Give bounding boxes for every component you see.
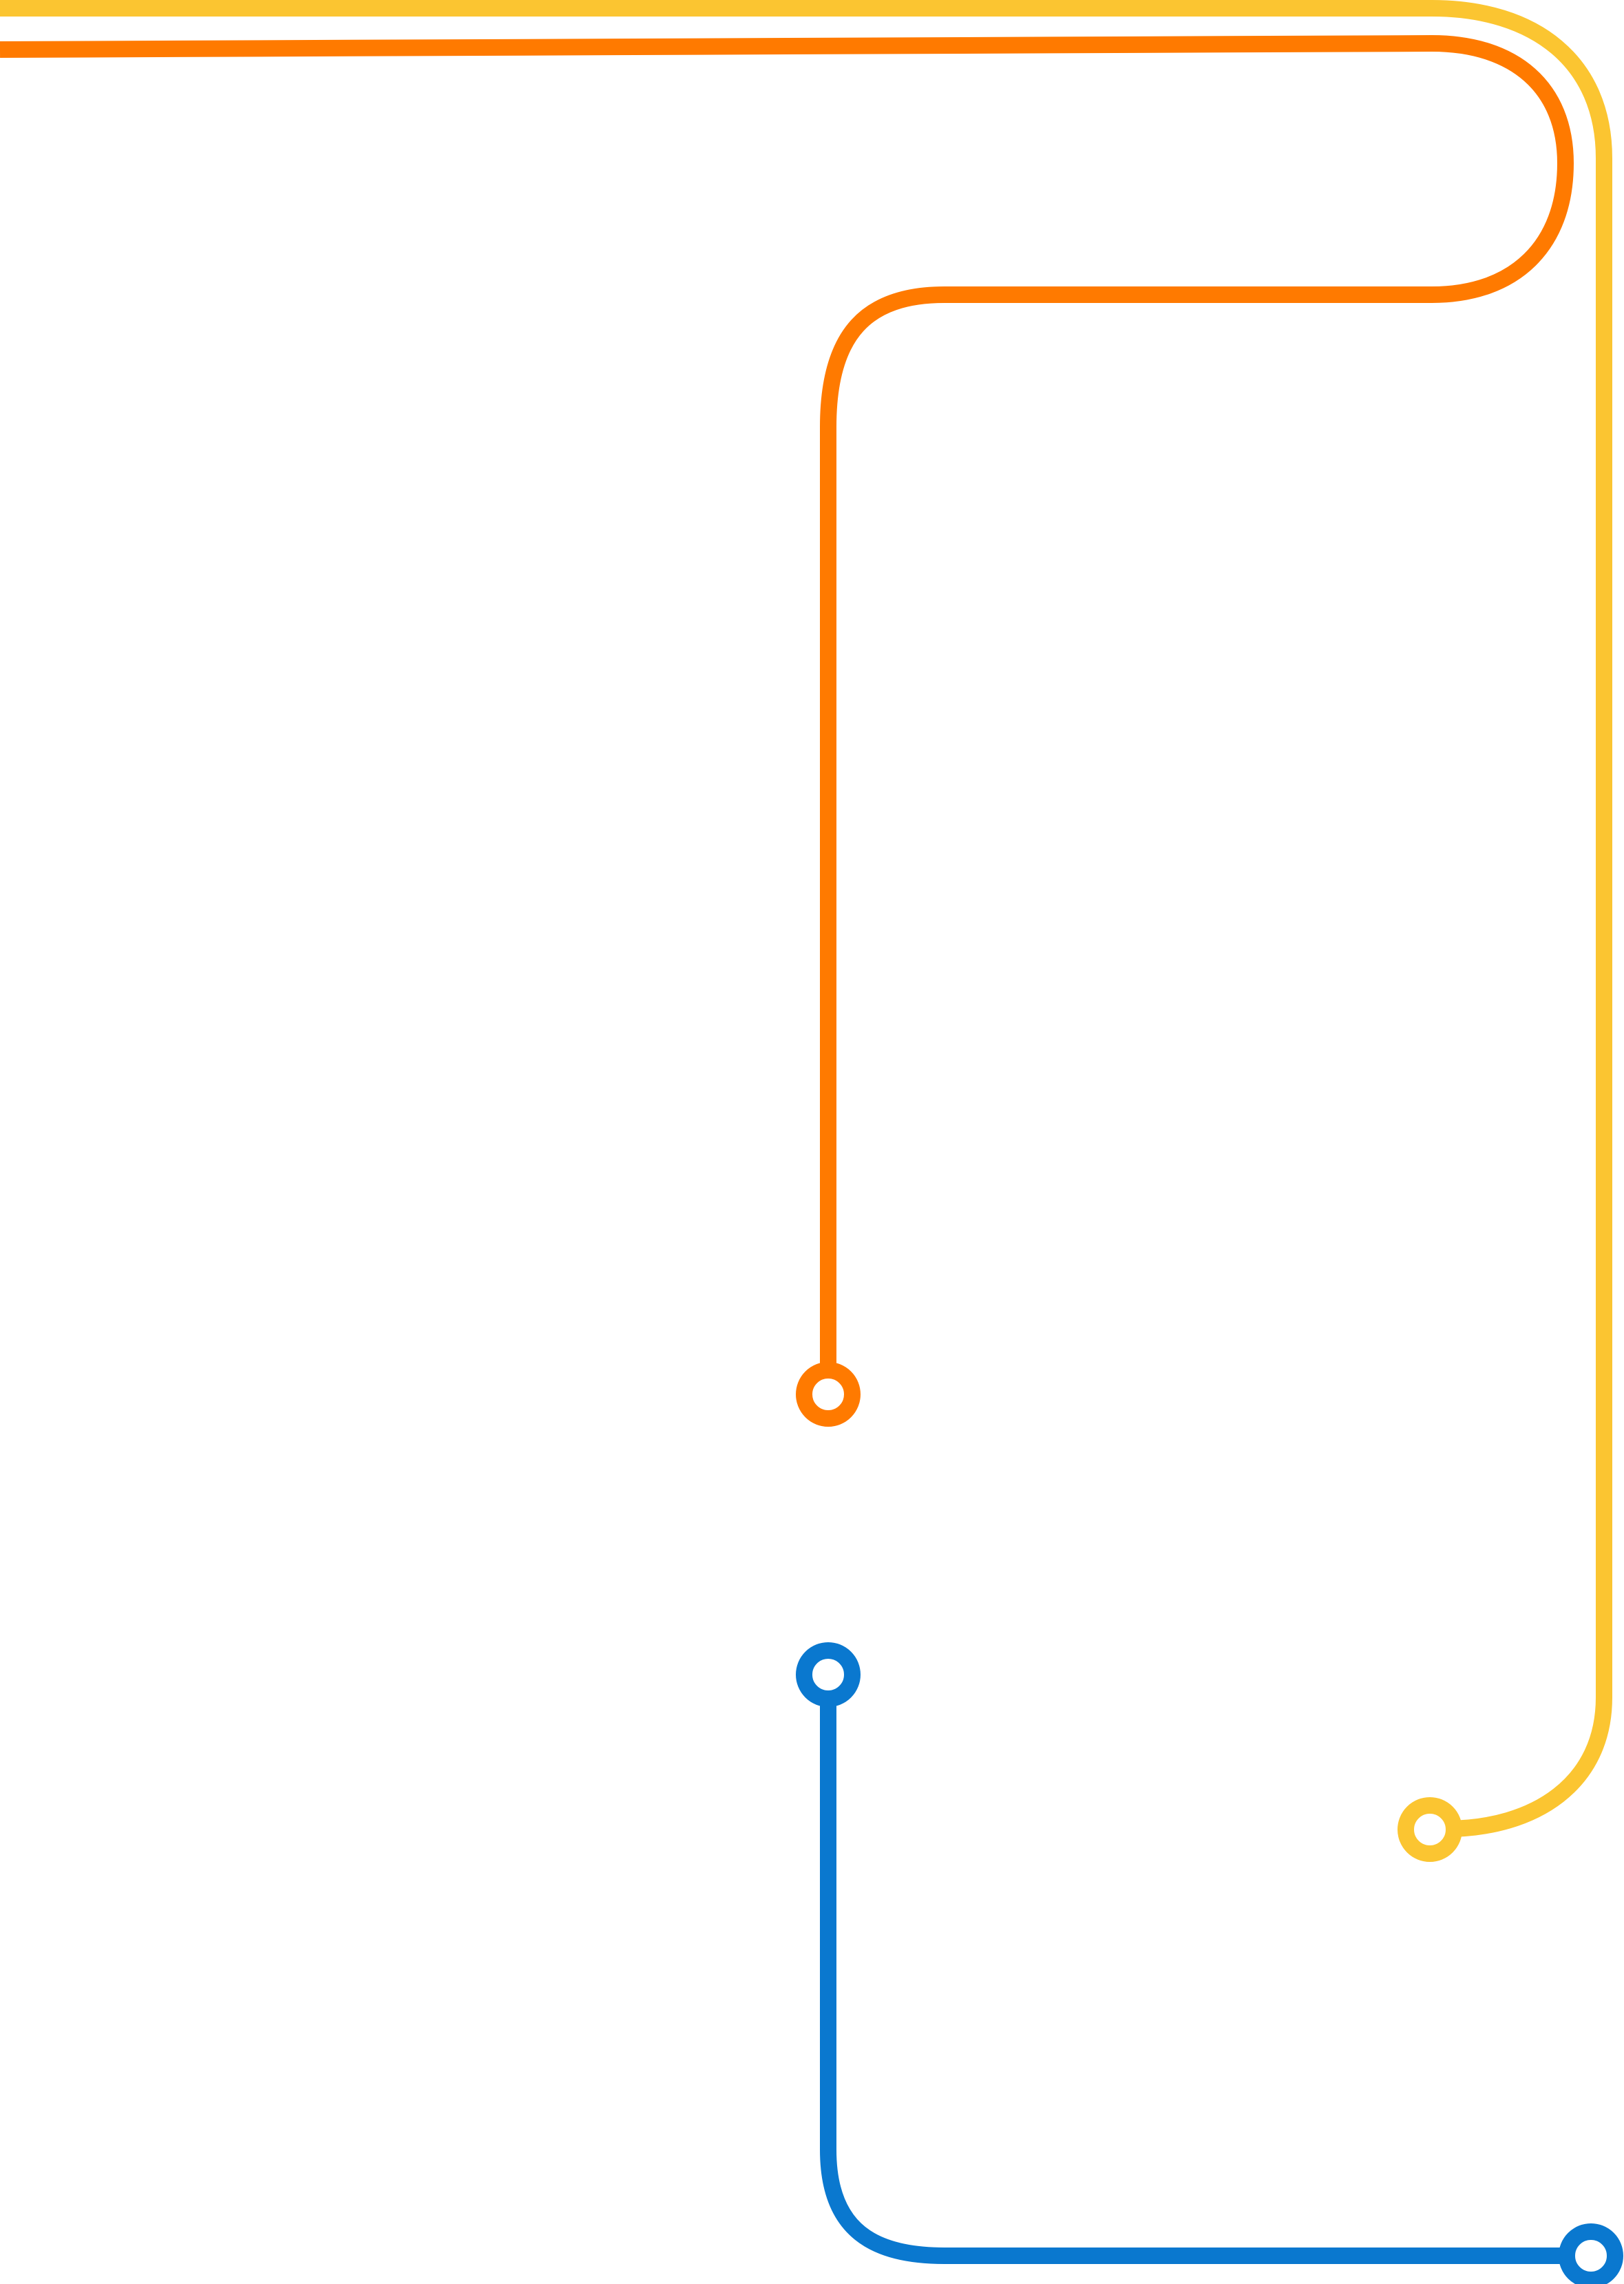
blue-connector-start-icon[interactable] <box>796 1642 861 1707</box>
blue-connector-group <box>796 1642 1623 2284</box>
yellow-connector-endpoint-icon[interactable] <box>1398 1797 1462 1862</box>
blue-connector-end-icon[interactable] <box>1559 2223 1623 2284</box>
blue-connector-line <box>820 1699 1567 2264</box>
yellow-connector-group <box>0 0 1612 1862</box>
yellow-connector-line <box>0 0 1612 1837</box>
orange-connector-endpoint-icon[interactable] <box>796 1362 861 1427</box>
orange-connector-line <box>0 35 1574 1370</box>
orange-connector-group <box>0 35 1574 1427</box>
